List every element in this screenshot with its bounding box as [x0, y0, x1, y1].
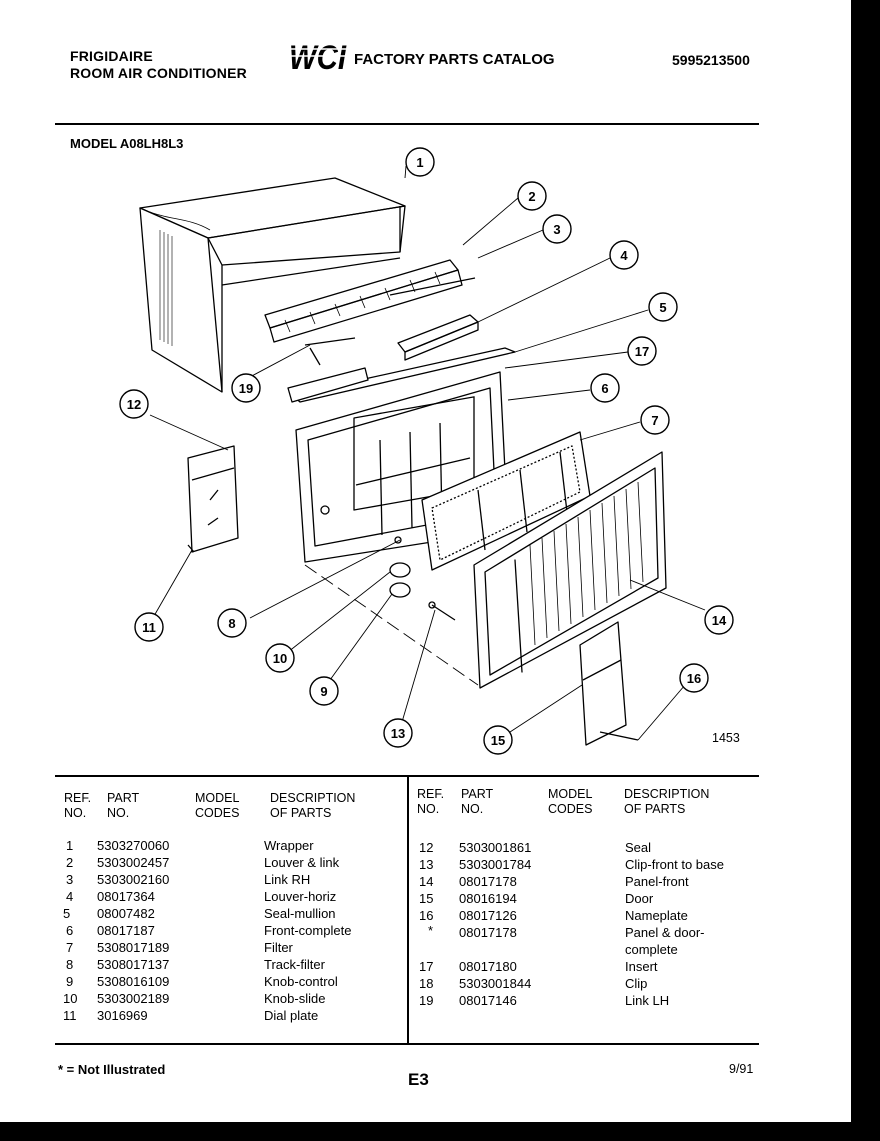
brand-name: FRIGIDAIRE — [70, 48, 153, 64]
table-bottom-rule — [55, 1043, 759, 1045]
table-top-rule — [55, 775, 759, 777]
callout-10: 10 — [265, 643, 295, 673]
exploded-parts-diagram: 1 2 3 4 5 17 6 7 12 19 11 8 10 9 13 14 1… — [119, 147, 740, 755]
callout-16: 16 — [679, 663, 709, 693]
svg-text:12: 12 — [127, 397, 141, 412]
part-knobs — [389, 536, 411, 598]
part-panel-front — [473, 451, 667, 689]
footnote: * = Not Illustrated — [58, 1062, 166, 1077]
svg-text:1: 1 — [416, 155, 423, 170]
page-border-right — [851, 0, 880, 1141]
part-dial-plate — [187, 445, 239, 553]
svg-text:11: 11 — [142, 620, 156, 635]
callout-2: 2 — [517, 181, 547, 211]
wci-logo: WCI — [289, 39, 347, 74]
header-ref: REF.NO. — [64, 791, 92, 820]
svg-text:8: 8 — [228, 616, 235, 631]
table-column-divider — [407, 777, 409, 1044]
callout-12: 12 — [119, 389, 149, 419]
document-number: 5995213500 — [672, 52, 750, 68]
svg-text:13: 13 — [391, 726, 405, 741]
part-louver-link — [264, 259, 476, 366]
model-label: MODEL A08LH8L3 — [70, 136, 184, 151]
svg-text:4: 4 — [620, 248, 628, 263]
page-border-bottom — [0, 1122, 880, 1141]
callout-13: 13 — [383, 718, 413, 748]
callout-9: 9 — [309, 676, 339, 706]
svg-text:16: 16 — [687, 671, 701, 686]
page-number: E3 — [408, 1070, 429, 1089]
svg-text:17: 17 — [635, 344, 649, 359]
header-ref-right: REF.NO. — [417, 787, 445, 816]
callout-5: 5 — [648, 292, 678, 322]
catalog-title: FACTORY PARTS CATALOG — [354, 51, 555, 68]
callout-15: 15 — [483, 725, 513, 755]
brand-block: FRIGIDAIRE ROOM AIR CONDITIONER — [70, 48, 247, 82]
svg-text:5: 5 — [659, 300, 666, 315]
part-wrapper — [139, 177, 406, 393]
product-type: ROOM AIR CONDITIONER — [70, 65, 247, 81]
figure-number: 1453 — [712, 731, 740, 745]
svg-text:19: 19 — [239, 381, 253, 396]
svg-text:3: 3 — [553, 222, 560, 237]
header-rule — [55, 123, 759, 125]
svg-text:10: 10 — [273, 651, 287, 666]
svg-text:15: 15 — [491, 733, 505, 748]
callout-14: 14 — [704, 605, 734, 635]
revision-date: 9/91 — [729, 1062, 754, 1076]
callout-4: 4 — [609, 240, 639, 270]
svg-text:7: 7 — [651, 413, 658, 428]
callout-8: 8 — [217, 608, 247, 638]
callout-6: 6 — [590, 373, 620, 403]
callout-17: 17 — [627, 336, 657, 366]
callout-1: 1 — [405, 147, 435, 177]
part-louver-horiz — [397, 314, 479, 361]
svg-text:14: 14 — [712, 613, 727, 628]
callout-3: 3 — [542, 214, 572, 244]
part-clip — [428, 601, 456, 621]
part-door — [579, 621, 639, 746]
svg-text:2: 2 — [528, 189, 535, 204]
svg-text:6: 6 — [601, 381, 608, 396]
callout-11: 11 — [134, 612, 164, 642]
callout-19: 19 — [231, 373, 261, 403]
callout-7: 7 — [640, 405, 670, 435]
svg-text:9: 9 — [320, 684, 327, 699]
